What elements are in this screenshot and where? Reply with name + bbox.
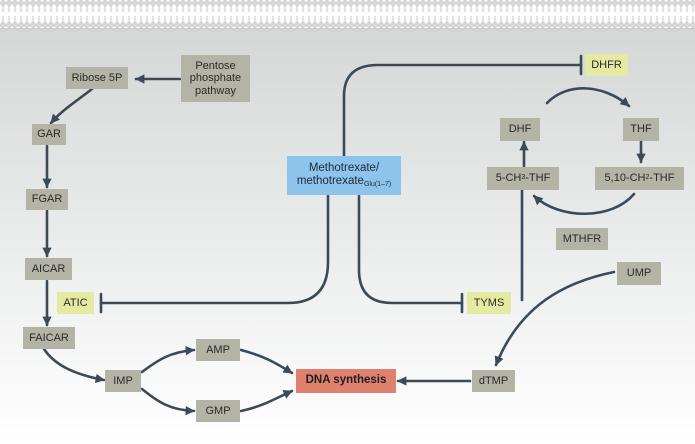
node-thf: THF bbox=[623, 118, 659, 141]
node-methotrexate: Methotrexate/ methotrexateGlu(1–7) bbox=[287, 156, 401, 195]
arrow-imp-to-gmp bbox=[140, 387, 196, 416]
node-dtmp: dTMP bbox=[472, 370, 515, 392]
arrow-dhf-to-thf bbox=[545, 87, 631, 108]
methotrexate-line-2: methotrexateGlu(1–7) bbox=[297, 175, 391, 189]
pentose-line-2: phosphate bbox=[189, 72, 242, 85]
methylene-suffix: -THF bbox=[649, 172, 675, 185]
arrow-imp-to-amp bbox=[140, 346, 196, 374]
methotrexate-line-2-text: methotrexate bbox=[296, 175, 364, 188]
node-faicar: FAICAR bbox=[23, 327, 75, 349]
node-fgar: FGAR bbox=[26, 189, 68, 210]
pentose-line-3: pathway bbox=[195, 84, 236, 97]
inhibit-tyms-line bbox=[357, 194, 464, 305]
ch3thf-prefix: 5-CH bbox=[495, 172, 522, 185]
node-ump: UMP bbox=[617, 262, 661, 285]
node-tyms: TYMS bbox=[467, 292, 511, 314]
node-ribose-5p: Ribose 5P bbox=[66, 67, 128, 89]
arrow-ribose-to-gar bbox=[49, 87, 94, 125]
arrow-amp-to-dna bbox=[239, 348, 294, 375]
arrow-gmp-to-dna bbox=[239, 389, 294, 413]
node-atic: ATIC bbox=[57, 292, 94, 314]
node-gar: GAR bbox=[32, 124, 66, 145]
pentose-line-1: Pentose bbox=[195, 59, 236, 72]
inhibit-dhfr-line bbox=[342, 63, 583, 159]
node-dhfr: DHFR bbox=[585, 54, 628, 76]
cell-membrane bbox=[0, 0, 695, 30]
methylene-prefix: 5,10-CH bbox=[604, 172, 646, 185]
arrow-ump-to-dtmp bbox=[494, 270, 616, 367]
node-mthfr: MTHFR bbox=[556, 228, 608, 250]
node-pentose-phosphate-pathway: Pentose phosphate pathway bbox=[181, 55, 250, 102]
node-imp: IMP bbox=[105, 370, 141, 392]
methylene-subscript: 2 bbox=[645, 174, 650, 182]
arrow-methylene-to-ch3thf bbox=[532, 192, 636, 216]
pathway-arrows bbox=[42, 54, 646, 416]
methotrexate-subscript: Glu(1–7) bbox=[363, 181, 392, 189]
node-amp: AMP bbox=[196, 339, 240, 361]
node-aicar: AICAR bbox=[25, 258, 72, 280]
methotrexate-line-1: Methotrexate/ bbox=[308, 161, 380, 174]
inhibit-atic-line bbox=[99, 194, 330, 305]
ch3thf-subscript: 3 bbox=[521, 174, 526, 182]
node-dhf: DHF bbox=[500, 118, 540, 141]
node-gmp: GMP bbox=[196, 400, 240, 422]
node-dna-synthesis: DNA synthesis bbox=[296, 369, 396, 393]
arrow-faicar-to-imp bbox=[42, 347, 106, 384]
ch3thf-suffix: -THF bbox=[525, 172, 551, 185]
